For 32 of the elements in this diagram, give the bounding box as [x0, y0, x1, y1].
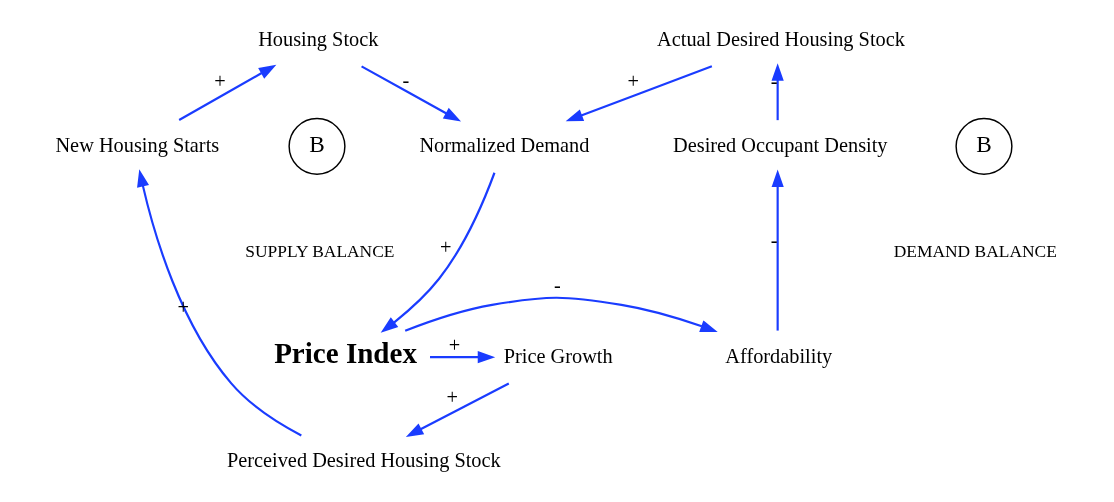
edge-label: -	[553, 274, 561, 297]
node-text: Actual Desired Housing Stock	[656, 27, 905, 50]
edge-label: +	[627, 69, 639, 92]
edge-label: +	[446, 385, 458, 408]
label: B	[308, 130, 325, 157]
arrow	[405, 382, 509, 437]
edge-label: +	[213, 69, 226, 92]
edge-label: -	[402, 69, 409, 92]
edge-label: -	[770, 69, 777, 92]
arrow	[178, 64, 276, 121]
arrow	[565, 65, 712, 122]
node-text: Affordability	[724, 344, 832, 367]
arrow	[380, 172, 495, 333]
arrow	[429, 351, 495, 364]
node-text: New Housing Starts	[54, 133, 219, 156]
label: DEMAND BALANCE	[893, 241, 1057, 262]
node-text: Price Index	[273, 337, 417, 370]
arrow	[771, 63, 784, 121]
arrow	[360, 65, 461, 122]
label: SUPPLY BALANCE	[244, 241, 394, 262]
edge-label: -	[770, 228, 777, 251]
node-text: Housing Stock	[257, 27, 378, 50]
arrow	[136, 169, 302, 437]
node-text: Price Growth	[503, 344, 613, 367]
node-text: Desired Occupant Density	[672, 133, 888, 156]
node-text: Perceived Desired Housing Stock	[226, 449, 501, 472]
node-text: Normalized Demand	[418, 133, 589, 156]
edge-label: +	[448, 333, 460, 356]
edge-label: +	[439, 236, 452, 259]
label: B	[975, 130, 992, 157]
arrow	[771, 169, 784, 331]
arrow	[404, 296, 718, 333]
